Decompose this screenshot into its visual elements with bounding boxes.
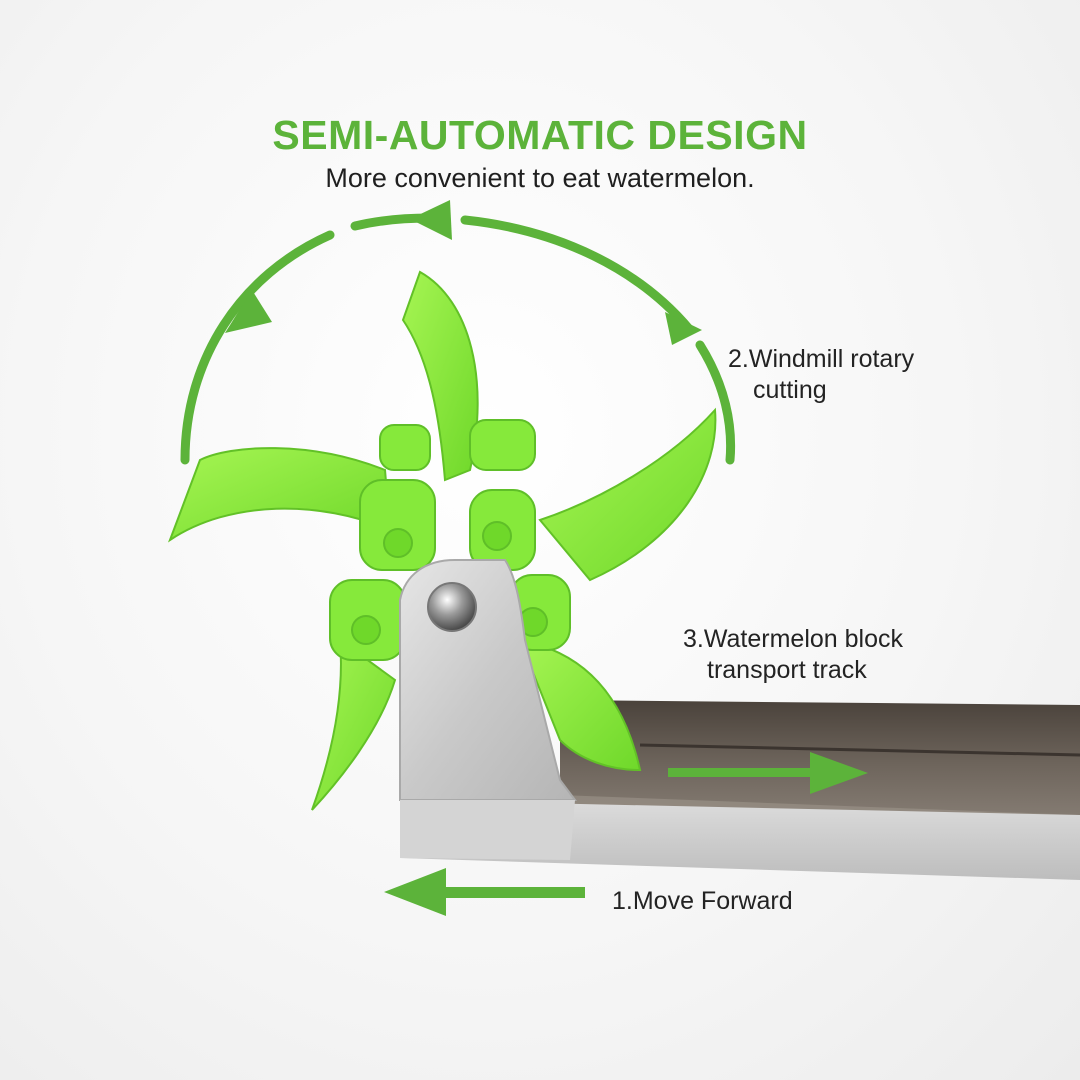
track-direction-arrow-icon	[668, 752, 868, 794]
rivet-icon	[427, 582, 477, 632]
windmill-blades	[167, 270, 717, 811]
callout-track-line1: 3.Watermelon block	[683, 625, 903, 653]
blade-hub	[329, 419, 571, 661]
callout-move-forward: 1.Move Forward	[612, 887, 793, 915]
callout-track-line2: transport track	[707, 656, 867, 684]
callout-windmill-line2: cutting	[753, 376, 827, 404]
callout-windmill-line1: 2.Windmill rotary	[728, 345, 915, 373]
subheadline: More convenient to eat watermelon.	[325, 163, 755, 193]
rotation-arrowheads	[225, 200, 702, 345]
move-forward-arrow-icon	[384, 868, 585, 916]
callout-transport-track: 3.Watermelon block transport track	[683, 624, 903, 686]
rotation-arrow-icon	[180, 213, 736, 465]
callout-windmill-cutting: 2.Windmill rotary cutting	[728, 344, 914, 406]
headline: SEMI-AUTOMATIC DESIGN	[272, 112, 808, 158]
